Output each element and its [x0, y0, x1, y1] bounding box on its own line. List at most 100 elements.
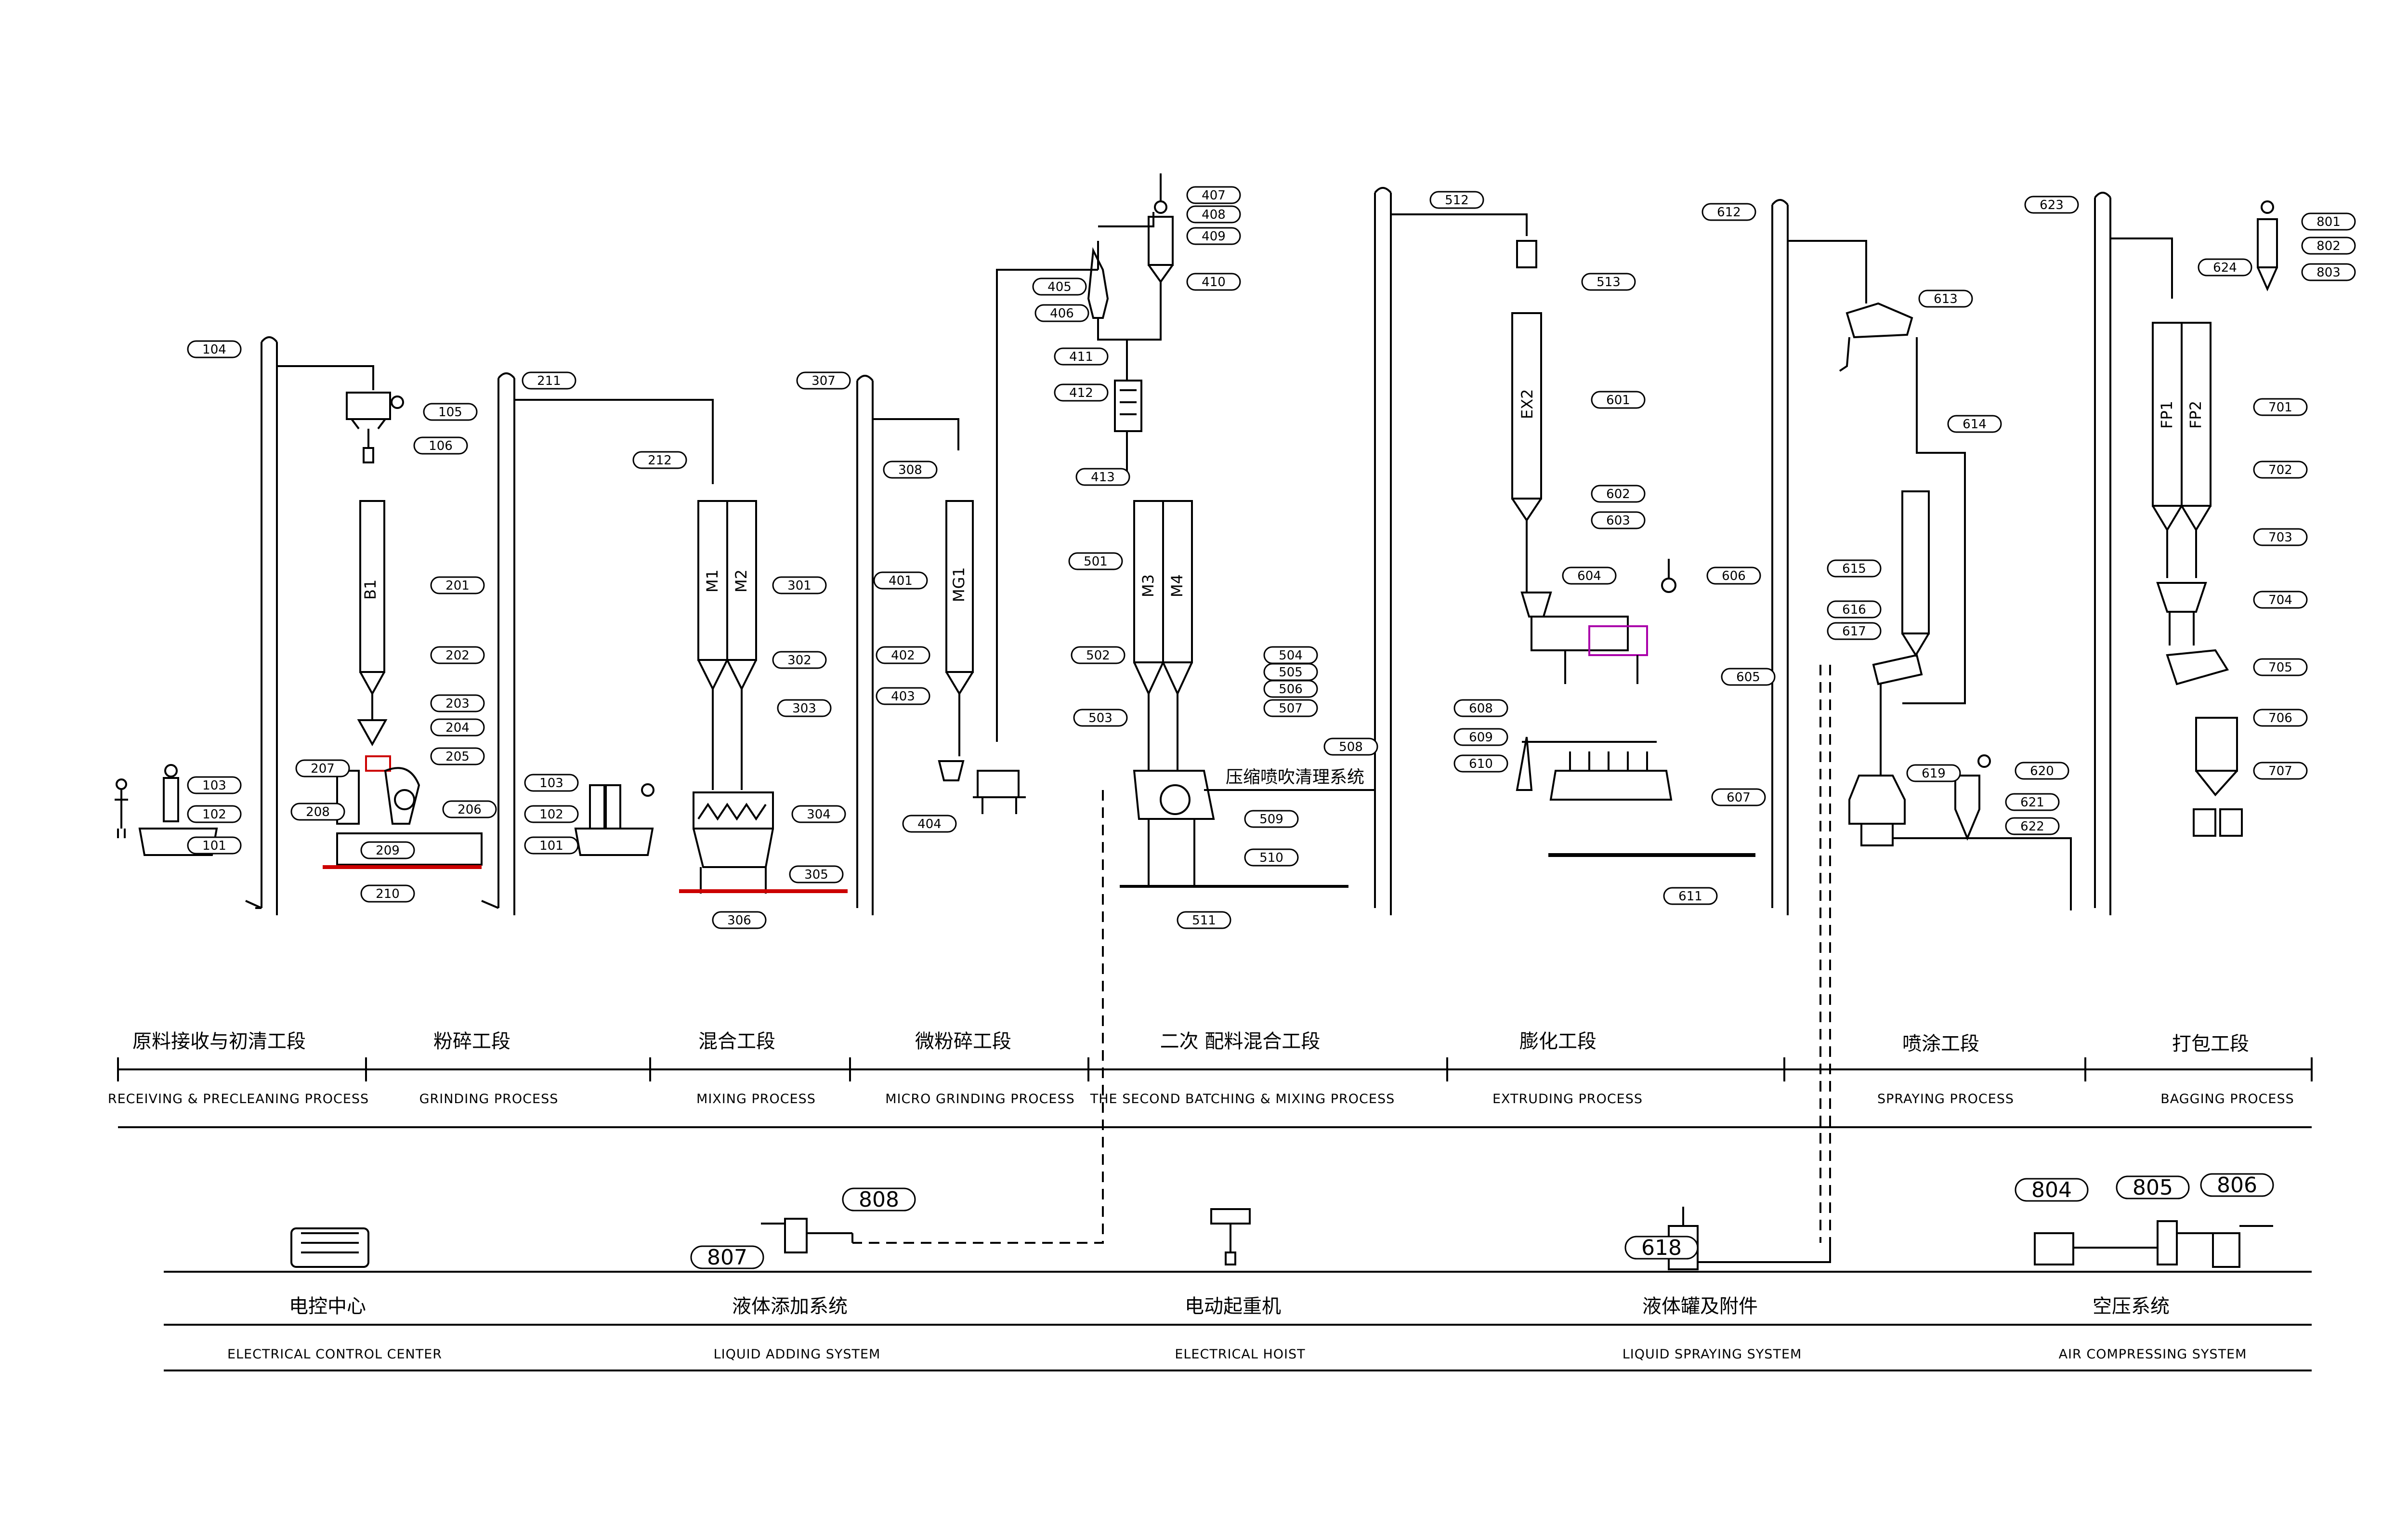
tag-outline [2253, 658, 2308, 676]
tag-outline [1263, 699, 1318, 717]
tag-outline [1186, 205, 1241, 224]
tag-text: 408 [1202, 208, 1226, 222]
tag-505: 505 [1263, 663, 1318, 681]
tag-212: 212 [632, 451, 687, 469]
tag-outline [522, 371, 576, 390]
tag-text: 511 [1192, 913, 1216, 928]
surge-bin-704 [2156, 582, 2229, 685]
dust-filter-801 [2257, 200, 2278, 291]
tag-205: 205 [430, 747, 485, 765]
tag-text: 205 [445, 750, 470, 764]
stage-cn-batching: 二次 配料混合工段 [1160, 1030, 1321, 1053]
tag-705: 705 [2253, 658, 2308, 676]
tag-513: 513 [1581, 273, 1636, 291]
tag-text: 302 [787, 653, 811, 668]
tag-text: 619 [1922, 766, 1946, 781]
tag-outline [2116, 1175, 2190, 1199]
mixer-304 [693, 791, 774, 894]
bucket-elevator-5 [1771, 199, 1789, 915]
tag-301: 301 [772, 576, 827, 594]
tag-615: 615 [1827, 559, 1882, 578]
tag-outline [712, 911, 767, 929]
tag-text: 603 [1606, 514, 1630, 528]
tag-402: 402 [876, 646, 930, 664]
tag-703: 703 [2253, 528, 2308, 546]
tag-text: 604 [1577, 569, 1601, 583]
pipe-512 [1391, 213, 1528, 236]
tag-text: 703 [2268, 530, 2292, 545]
tag-outline [442, 800, 497, 818]
stage-en-batching: THE SECOND BATCHING & MIXING PROCESS [1090, 1092, 1395, 1106]
tag-outline [1244, 848, 1299, 867]
stage-cn-extruding: 膨化工段 [1519, 1030, 1597, 1053]
tag-text: 706 [2268, 711, 2292, 725]
tag-text: 613 [1934, 292, 1958, 306]
tag-619: 619 [1906, 764, 1961, 782]
tag-text: 106 [429, 439, 453, 453]
tag-607: 607 [1711, 788, 1766, 806]
tag-outline [876, 646, 930, 664]
tag-outline [791, 805, 846, 823]
tag-outline [2253, 762, 2308, 780]
tag-outline [295, 759, 350, 777]
tag-text: 614 [1963, 417, 1987, 432]
tag-text: 611 [1678, 889, 1702, 904]
liquid-line-618 [1819, 665, 1831, 1243]
label-FP1: FP1 [2158, 401, 2176, 429]
tag-text: 308 [898, 463, 922, 477]
tag-404: 404 [902, 815, 957, 833]
tag-text: 409 [1202, 229, 1226, 244]
bin-B1 [357, 500, 388, 747]
packer-707 [2193, 717, 2243, 837]
tag-603: 603 [1591, 511, 1646, 529]
tag-text: 211 [537, 374, 561, 388]
tag-103: 103 [187, 776, 242, 794]
control-center-icon [290, 1227, 369, 1268]
equipment-tags: 1041051062012022032042052062072082092101… [187, 186, 2356, 1270]
tag-outline [1068, 552, 1123, 570]
label-EX2: EX2 [1518, 389, 1536, 420]
tag-outline [1591, 391, 1646, 409]
tag-text: 206 [458, 803, 482, 817]
tag-outline [2253, 528, 2308, 546]
tag-text: 609 [1469, 730, 1493, 745]
tag-outline [1186, 186, 1241, 204]
stage-ticks [117, 1057, 2313, 1081]
tag-outline [2005, 793, 2060, 811]
tag-620: 620 [2015, 762, 2069, 780]
tag-text: 208 [306, 805, 330, 819]
tag-303: 303 [777, 699, 832, 717]
tag-outline [883, 461, 938, 479]
tag-outline [632, 451, 687, 469]
stage-cn-mixing: 混合工段 [698, 1030, 775, 1053]
tag-outline [1429, 191, 1484, 209]
tag-outline [524, 836, 579, 855]
tag-104: 104 [187, 340, 242, 358]
aux-cn-control: 电控中心 [289, 1295, 366, 1317]
tag-outline [1177, 911, 1231, 929]
stage-cn-spraying: 喷涂工段 [1902, 1033, 1979, 1055]
stage-titles: 原料接收与初清工段 RECEIVING & PRECLEANING PROCES… [108, 1030, 2294, 1106]
aux-en-liquid-tank: LIQUID SPRAYING SYSTEM [1623, 1347, 1802, 1362]
tag-text: 207 [311, 762, 335, 776]
tag-text: 411 [1069, 350, 1093, 364]
tag-305: 305 [789, 865, 844, 883]
tag-text: 805 [2133, 1175, 2173, 1200]
aux-lines [164, 1271, 2312, 1371]
liquid-line-807 [852, 790, 1104, 1244]
tag-outline [360, 884, 415, 903]
tag-outline [430, 576, 485, 594]
dryer-607 [1516, 737, 1673, 801]
tag-text: 410 [1202, 275, 1226, 290]
aux-en-air: AIR COMPRESSING SYSTEM [2059, 1347, 2247, 1362]
tag-text: 503 [1088, 711, 1112, 725]
tag-608: 608 [1453, 699, 1508, 717]
tag-text: 704 [2268, 593, 2292, 607]
tag-text: 201 [445, 579, 470, 593]
tag-text: 105 [438, 405, 462, 420]
tag-805: 805 [2116, 1175, 2190, 1200]
tag-outline [1581, 273, 1636, 291]
bin-MG1 [945, 500, 974, 756]
tag-text: 512 [1445, 193, 1469, 208]
tag-outline [1054, 347, 1109, 366]
